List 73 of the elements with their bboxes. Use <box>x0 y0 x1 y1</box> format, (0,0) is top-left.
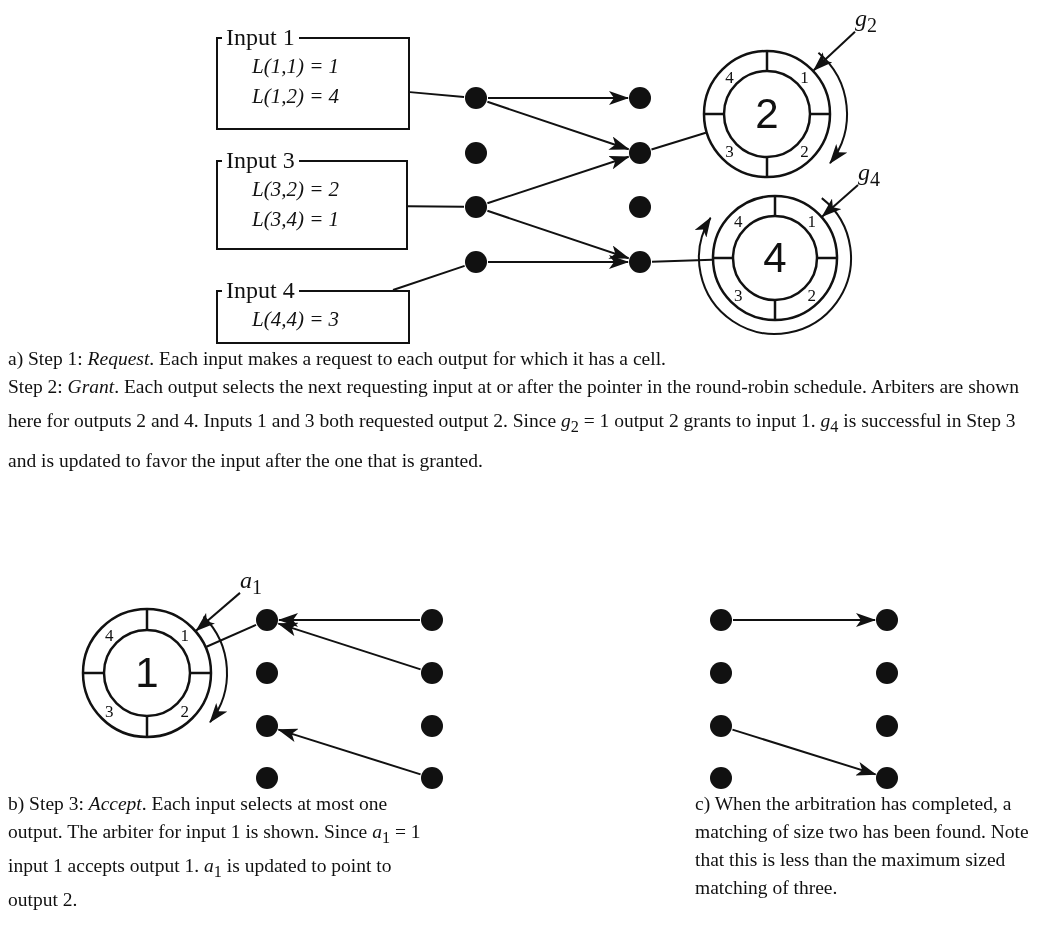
formula-text: L(1,1) = 1 <box>252 53 341 80</box>
formula-text: L(3,4) = 1 <box>252 206 341 233</box>
port-dot <box>421 715 443 737</box>
arrow <box>812 30 856 72</box>
port-dot <box>421 609 443 631</box>
connector-line <box>650 131 707 151</box>
port-dot <box>710 715 732 737</box>
pointer-label: g$_{4}$ <box>858 158 880 193</box>
arrow <box>278 613 421 627</box>
port-dot <box>629 142 651 164</box>
arrow <box>487 255 629 269</box>
sector-number: 1 <box>800 68 809 85</box>
port-dot <box>465 87 487 109</box>
pointer-label: g$_{2}$ <box>855 4 877 39</box>
sector-number: 3 <box>104 702 114 720</box>
sector-number: 1 <box>180 626 190 644</box>
arrow <box>486 155 630 205</box>
caption-text: Step 2: Grant. Each output selects the next requesting input at or after the pointer in the round-robin schedule. Arbiters are shown here for outputs 2 and 4. Inputs 1 and 3 both requested output 2. Since g$_{2}$ = 1 output 2 grants to input 1. g$_{4}$ is successful in Step 3 and is updated to favor the input after the one that is granted. <box>8 375 1021 473</box>
port-dot <box>876 609 898 631</box>
port-dot <box>629 196 651 218</box>
port-dot <box>256 609 278 631</box>
port-dot <box>421 662 443 684</box>
connector-line <box>651 258 714 263</box>
port-dot <box>876 767 898 789</box>
connector-line <box>407 205 465 208</box>
arrow <box>821 184 859 218</box>
caption-text: c) When the arbitration has completed, a matching of size two has been found. Note that this is less than the maximum sized matching of three. <box>695 792 1030 900</box>
connector-line <box>205 623 257 648</box>
sector-number: 4 <box>725 68 734 85</box>
sector-number: 4 <box>104 626 114 644</box>
arbiter-dial <box>81 607 213 739</box>
sector-number: 2 <box>807 286 816 304</box>
port-dot <box>876 662 898 684</box>
sector-number: 2 <box>180 702 190 720</box>
connector-line <box>392 264 466 291</box>
formula-text: L(4,4) = 3 <box>252 306 341 333</box>
port-dot <box>629 87 651 109</box>
arrow <box>277 622 422 671</box>
arbiter-dial <box>711 194 839 322</box>
arrow <box>731 728 877 776</box>
sector-number: 2 <box>800 142 809 160</box>
sector-number: 3 <box>725 142 734 160</box>
caption-text: a) Step 1: Request. Each input makes a request to each output for which it has a cell. <box>8 347 667 371</box>
port-dot <box>710 609 732 631</box>
dial-number: 4 <box>763 237 787 279</box>
arrow <box>732 613 876 627</box>
port-dot <box>421 767 443 789</box>
caption-text: b) Step 3: Accept. Each input selects at most one output. The arbiter for input 1 is shown. Since a$_{1}$ = 1 input 1 accepts output 1. a$_{1}$ is updated to point to output 2. <box>8 792 422 912</box>
dial-number: 2 <box>755 93 779 135</box>
sector-number: 3 <box>733 286 743 304</box>
port-dot <box>710 767 732 789</box>
port-dot <box>465 251 487 273</box>
port-dot <box>876 715 898 737</box>
port-dot <box>256 662 278 684</box>
connector-line <box>409 91 466 98</box>
pointer-label: a$_{1}$ <box>240 566 262 601</box>
port-dot <box>629 251 651 273</box>
arrow <box>486 209 630 260</box>
sector-number: 1 <box>807 212 816 230</box>
arrow <box>487 91 629 105</box>
port-dot <box>710 662 732 684</box>
arrow <box>486 100 630 151</box>
sector-number: 4 <box>733 212 743 230</box>
port-dot <box>256 767 278 789</box>
arrow <box>195 591 241 632</box>
formula-text: L(1,2) = 4 <box>252 83 341 110</box>
port-dot <box>465 196 487 218</box>
port-dot <box>465 142 487 164</box>
arbiter-dial <box>702 49 832 179</box>
dial-number: 1 <box>135 652 159 694</box>
arrow <box>277 728 422 776</box>
formula-text: L(3,2) = 2 <box>252 176 341 203</box>
port-dot <box>256 715 278 737</box>
